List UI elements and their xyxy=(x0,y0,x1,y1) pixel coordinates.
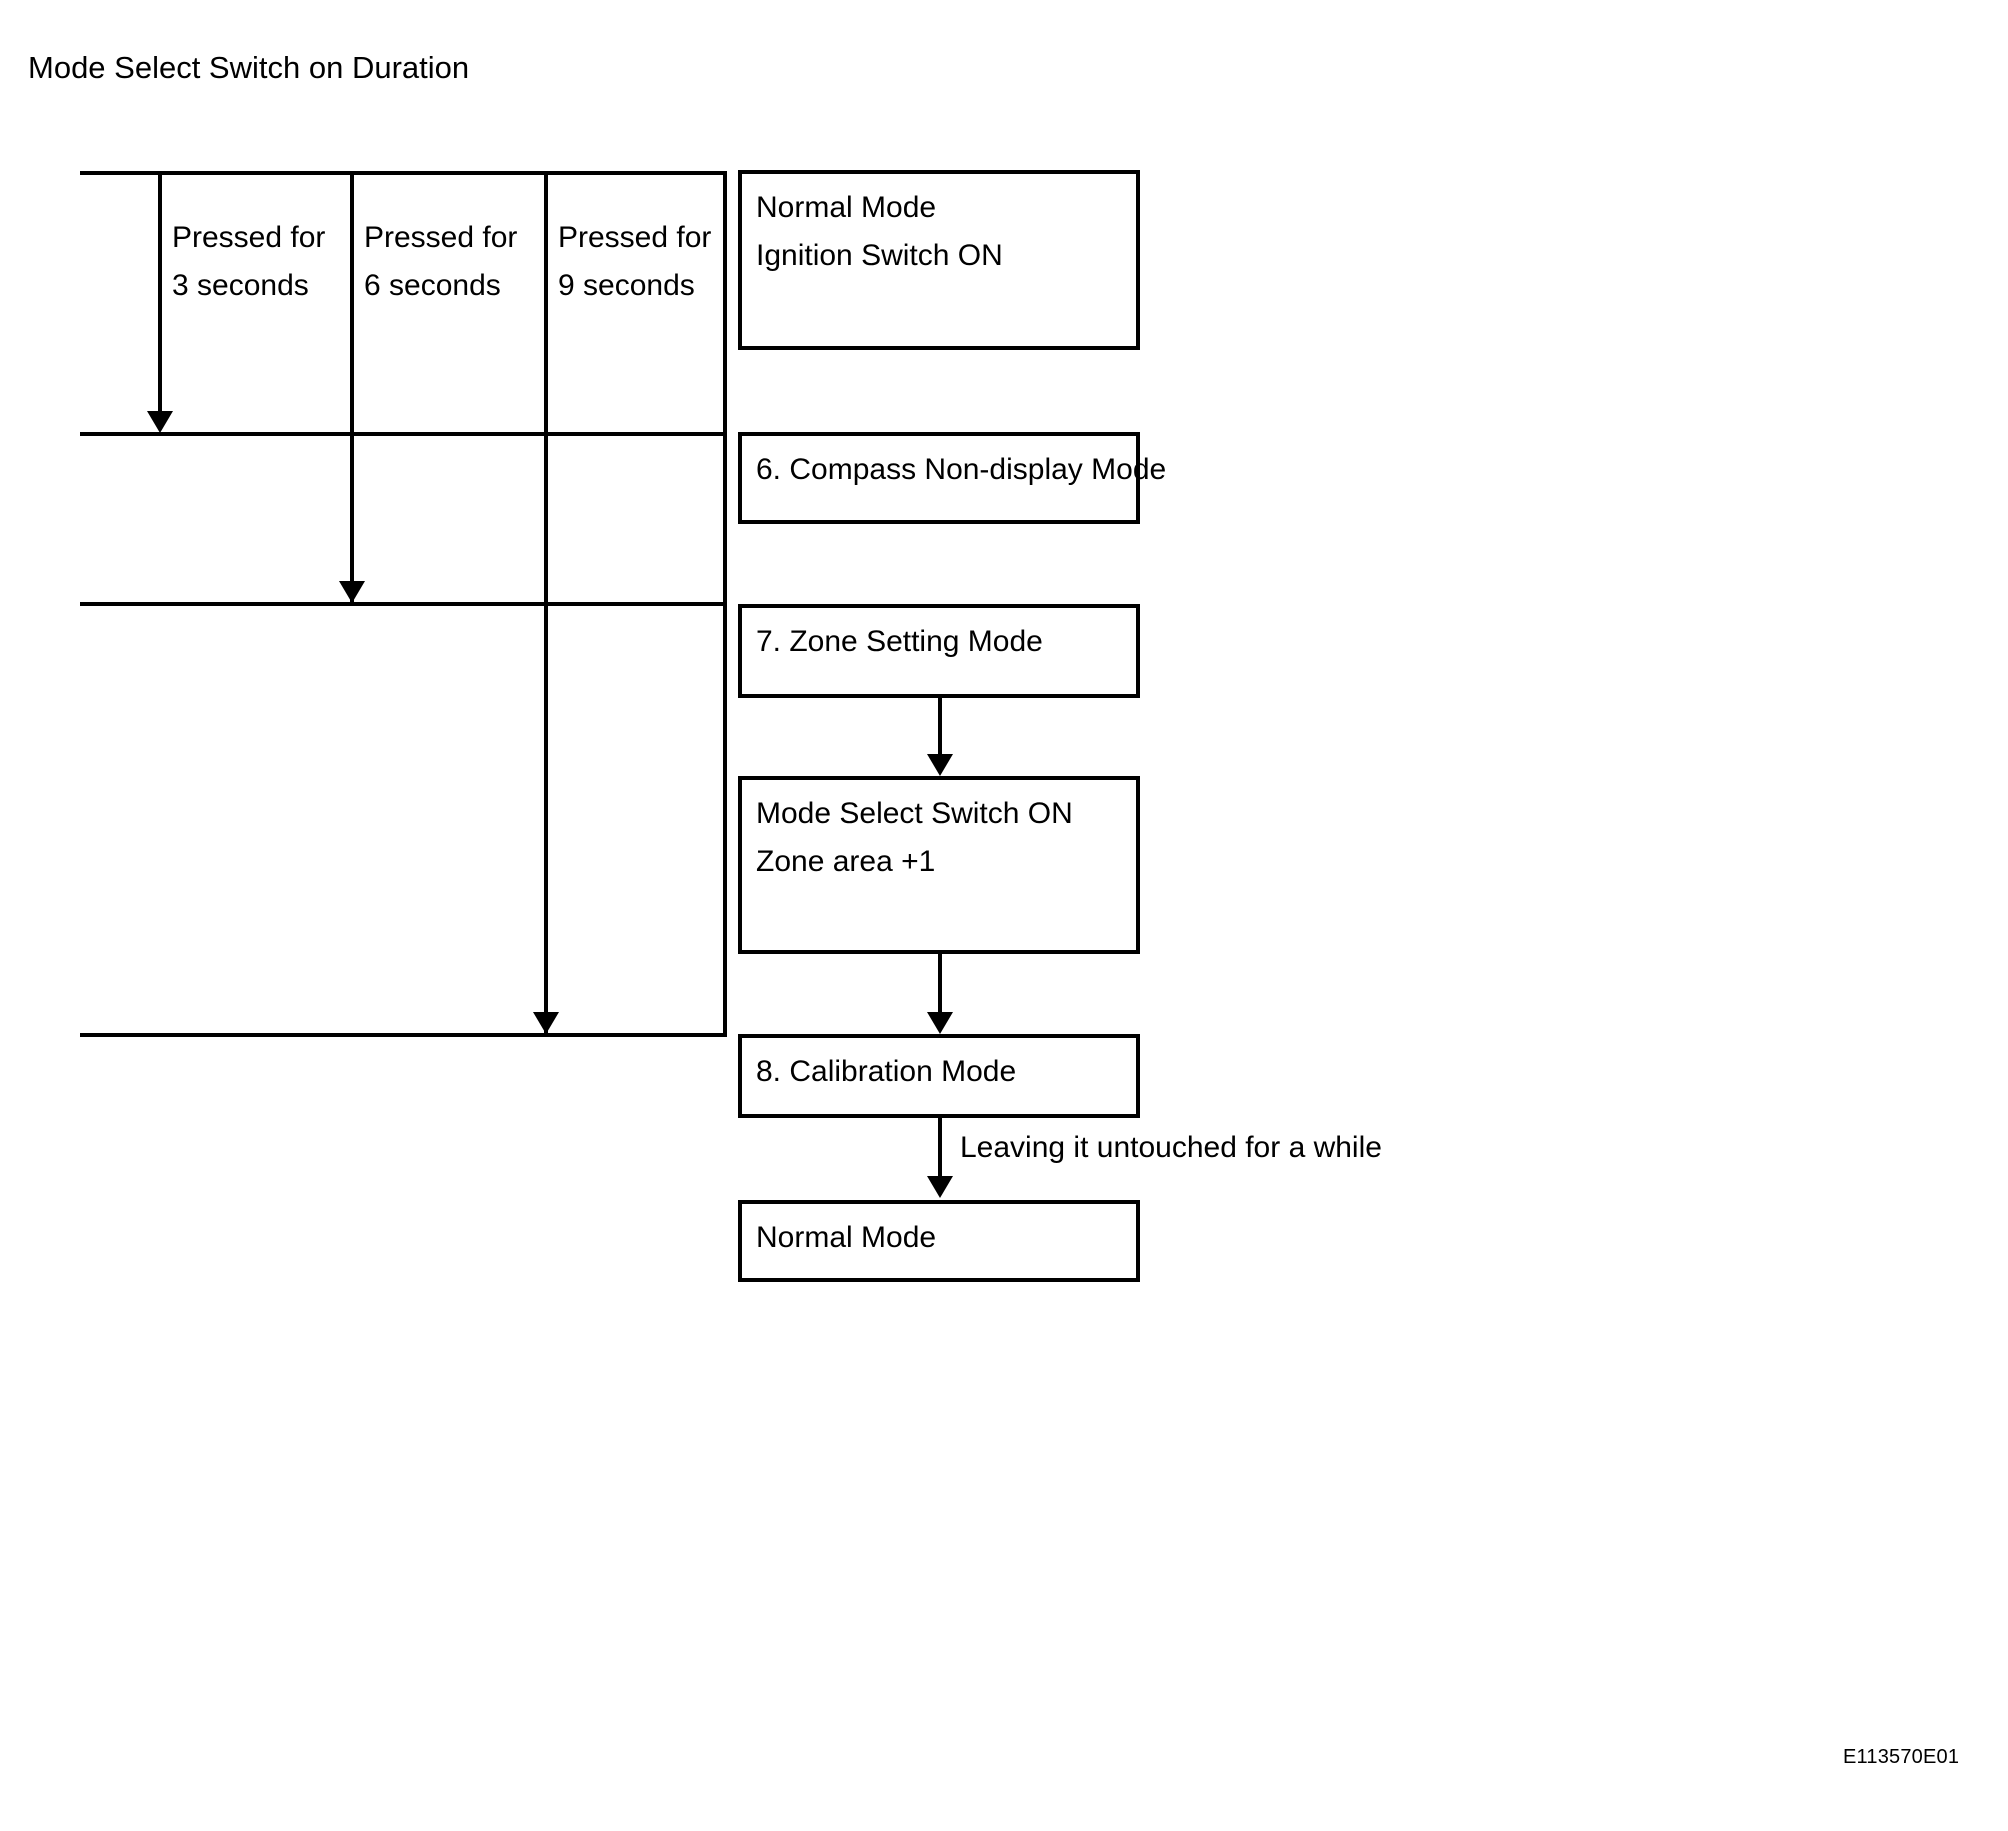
box-compass-non-display-mode-label: 6. Compass Non-display Mode xyxy=(756,453,1167,486)
timing-column-2-line1: Pressed for xyxy=(364,221,518,254)
page-title: Mode Select Switch on Duration xyxy=(28,50,470,85)
arrow-9s-head-icon xyxy=(533,1012,559,1034)
arrow-3s-stem xyxy=(158,173,162,413)
reference-code: E113570E01 xyxy=(1843,1746,1960,1768)
box-compass-non-display-mode: 6. Compass Non-display Mode xyxy=(738,432,1167,524)
connector-switch-to-calibration-stem xyxy=(938,954,942,1016)
timeline-separator-3 xyxy=(723,171,727,1037)
box-mode-select-switch-on: Mode Select Switch ON Zone area +1 xyxy=(738,776,1140,954)
timeline-rule-3s xyxy=(80,432,725,436)
timeline-rule-top xyxy=(80,171,725,175)
box-zone-setting-mode: 7. Zone Setting Mode xyxy=(738,604,1140,698)
box-normal-mode-final-label: Normal Mode xyxy=(756,1221,937,1254)
timing-column-3-line2: 9 seconds xyxy=(558,269,695,302)
box-normal-mode-ignition: Normal Mode Ignition Switch ON xyxy=(738,170,1140,350)
timing-column-1-line1: Pressed for xyxy=(172,221,326,254)
timeline-rule-9s xyxy=(80,1033,725,1037)
connector-zone-to-switch-stem xyxy=(938,698,942,758)
connector-calibration-to-normal-head-icon xyxy=(927,1176,953,1198)
timeline-rule-6s xyxy=(80,602,725,606)
connector-zone-to-switch-head-icon xyxy=(927,754,953,776)
box-zone-setting-mode-label: 7. Zone Setting Mode xyxy=(756,625,1043,658)
connector-calibration-to-normal-stem xyxy=(938,1118,942,1180)
box-mode-select-switch-on-line1: Mode Select Switch ON xyxy=(756,797,1073,830)
box-mode-select-switch-on-line2: Zone area +1 xyxy=(756,845,936,878)
box-normal-mode-final: Normal Mode xyxy=(738,1200,1140,1282)
arrow-6s-head-icon xyxy=(339,581,365,603)
box-normal-mode-ignition-line2: Ignition Switch ON xyxy=(756,239,1003,272)
timing-column-1-line2: 3 seconds xyxy=(172,269,309,302)
timing-column-3-line1: Pressed for xyxy=(558,221,712,254)
arrow-3s-head-icon xyxy=(147,411,173,433)
box-normal-mode-ignition-line1: Normal Mode xyxy=(756,191,937,224)
arrow-9s-stem xyxy=(544,173,548,1014)
arrow-6s-stem xyxy=(350,173,354,583)
timing-column-2-line2: 6 seconds xyxy=(364,269,501,302)
connector-switch-to-calibration-head-icon xyxy=(927,1012,953,1034)
box-calibration-mode-label: 8. Calibration Mode xyxy=(756,1055,1017,1088)
annotation-leaving-untouched: Leaving it untouched for a while xyxy=(960,1131,1382,1164)
box-calibration-mode: 8. Calibration Mode xyxy=(738,1034,1140,1118)
